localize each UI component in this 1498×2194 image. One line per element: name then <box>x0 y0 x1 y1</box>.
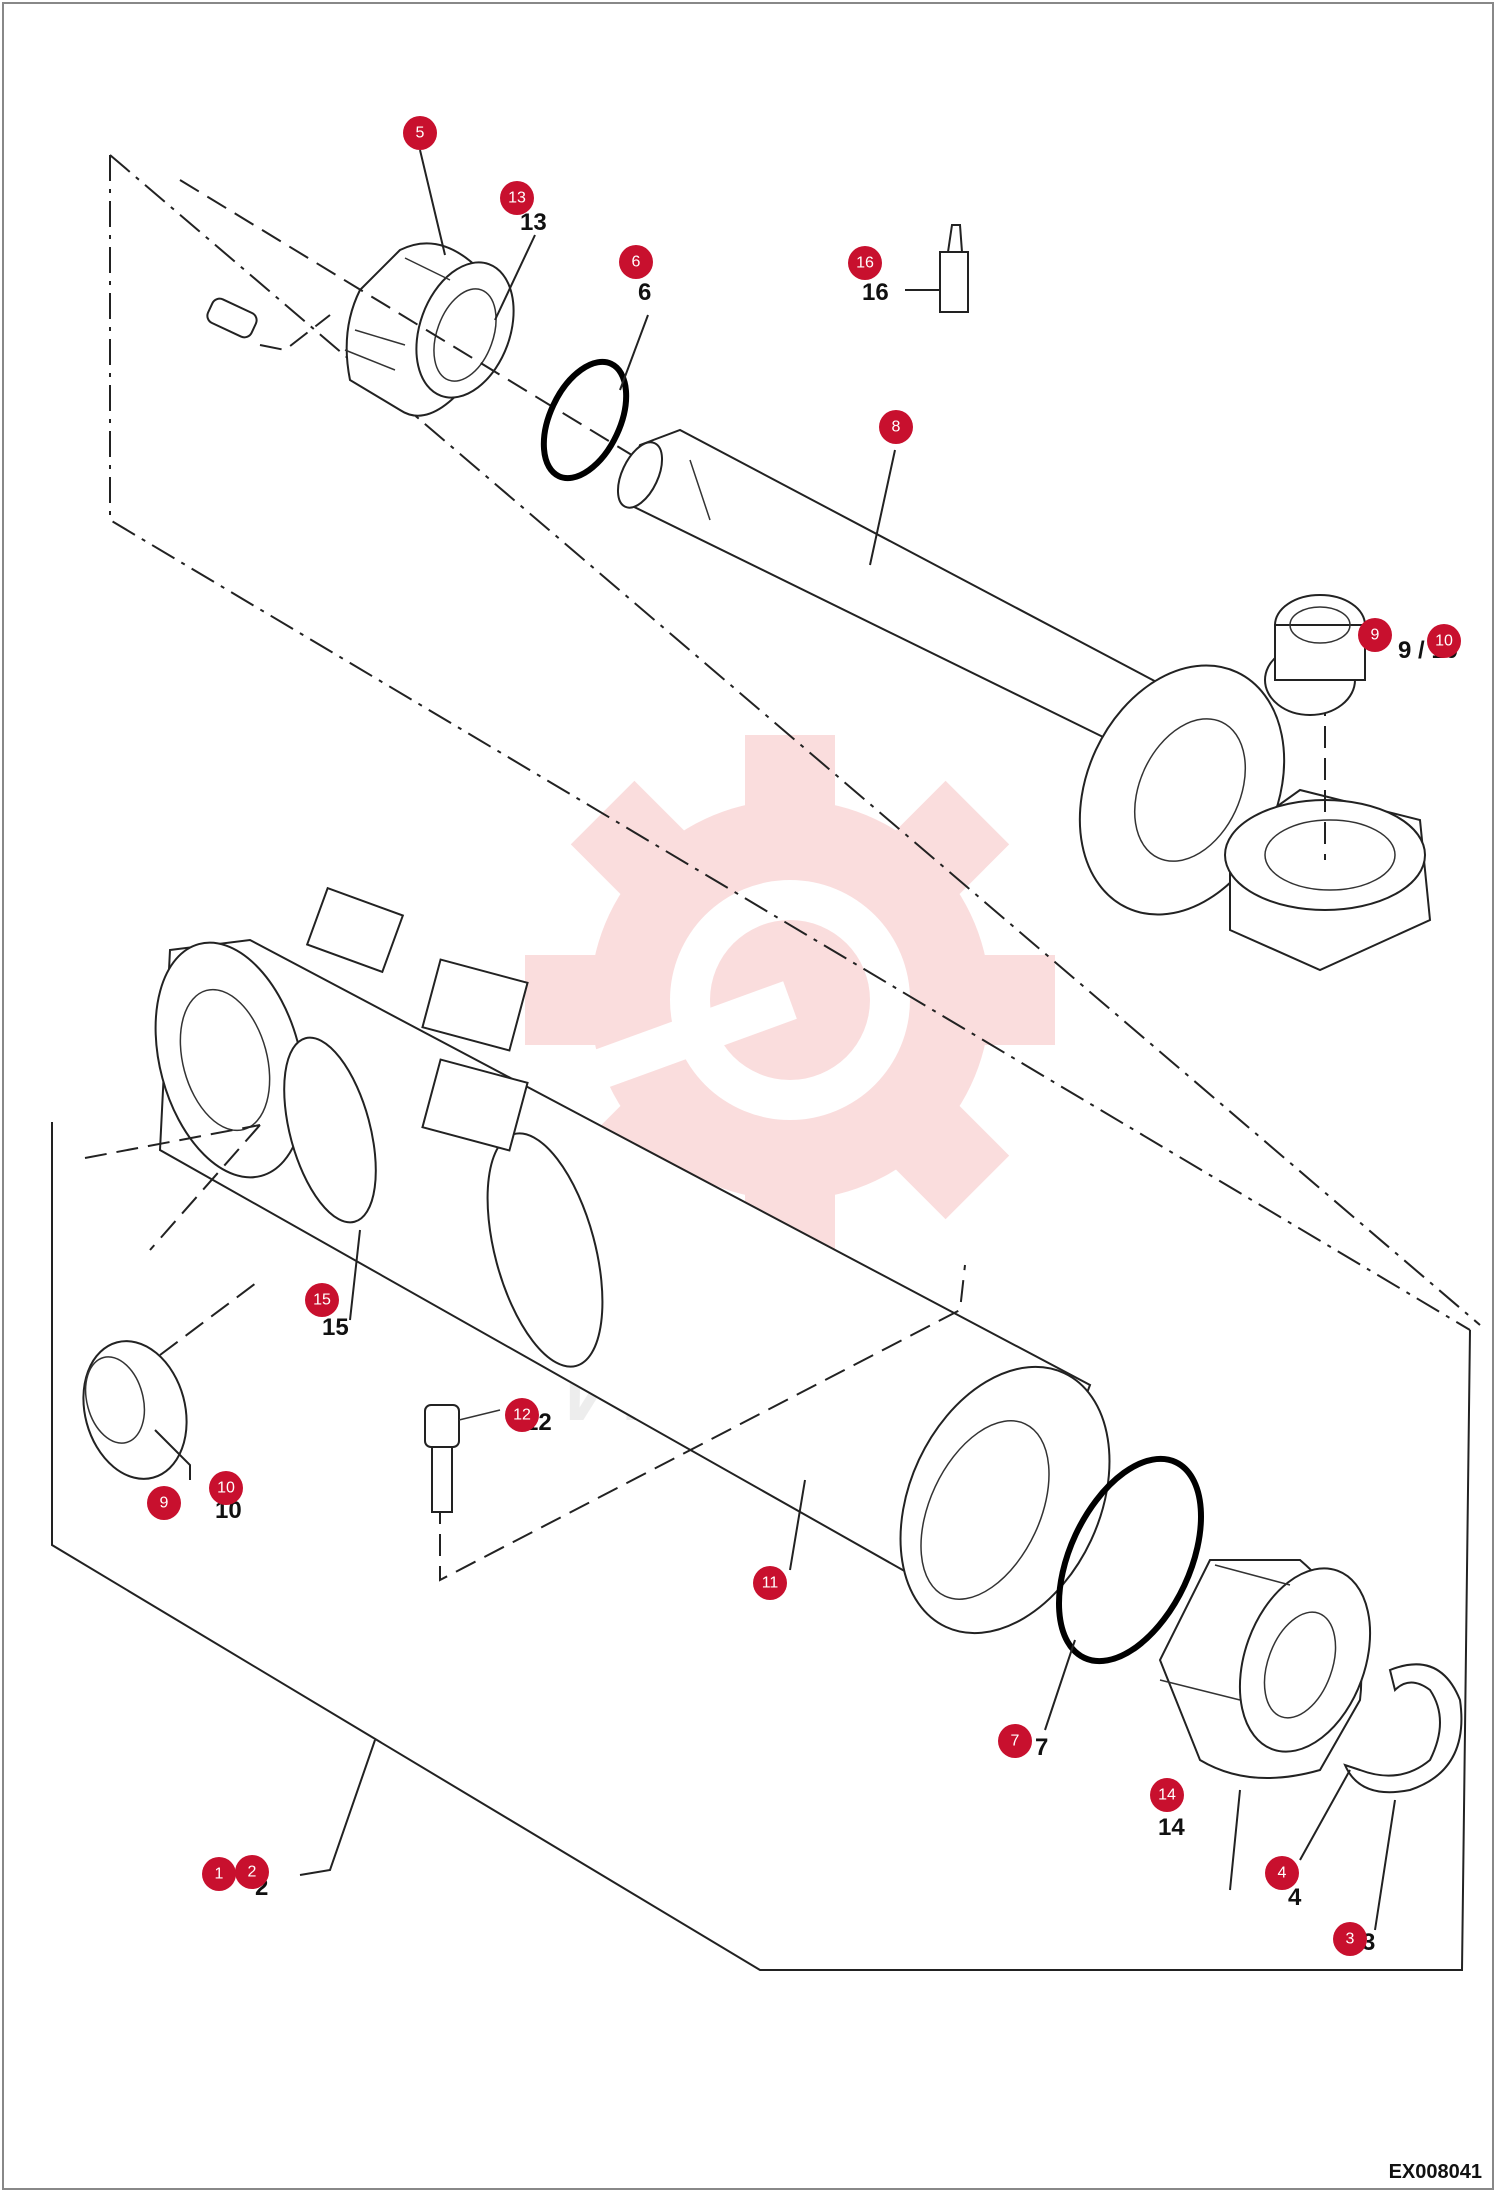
cylinder-assembly-boundary <box>51 1122 1471 1971</box>
svg-text:10: 10 <box>1435 633 1453 650</box>
svg-text:16: 16 <box>856 255 874 272</box>
svg-text:14: 14 <box>1158 1787 1176 1804</box>
piston-rod-icon <box>616 428 1432 972</box>
o-ring-7-icon <box>1056 1455 1204 1665</box>
snap-ring-icon <box>1299 1663 1463 1931</box>
svg-text:9: 9 <box>1371 627 1380 644</box>
callout-10-left[interactable]: 10 <box>209 1471 243 1505</box>
callout-2[interactable]: 2 <box>235 1855 269 1889</box>
part-num-13: 13 <box>520 209 547 236</box>
centerline-top <box>179 179 641 461</box>
bushing-left-icon <box>82 1279 261 1480</box>
o-ring-6-icon <box>540 358 630 482</box>
callout-6[interactable]: 6 <box>619 245 653 279</box>
callout-5[interactable]: 5 <box>403 116 437 150</box>
svg-text:10: 10 <box>217 1480 235 1497</box>
callout-16[interactable]: 16 <box>848 246 882 280</box>
svg-text:2: 2 <box>248 1864 257 1881</box>
svg-text:5: 5 <box>416 125 425 142</box>
part-num-6: 6 <box>638 279 651 306</box>
part-num-15: 15 <box>322 1314 349 1341</box>
svg-text:11: 11 <box>762 1575 779 1592</box>
callout-1[interactable]: 1 <box>202 1857 236 1891</box>
leader-1-2 <box>299 1739 376 1876</box>
drawing-code-label: EX008041 <box>1388 2161 1482 2183</box>
rod-assembly-boundary <box>109 154 1481 1331</box>
set-screw-icon <box>206 297 331 352</box>
part-num-14: 14 <box>1158 1814 1185 1841</box>
part-num-7: 7 <box>1035 1734 1048 1761</box>
callout-10-top[interactable]: 10 <box>1427 624 1461 658</box>
part-num-16: 16 <box>862 279 889 306</box>
svg-text:9: 9 <box>160 1495 169 1512</box>
callout-9-top[interactable]: 9 <box>1358 618 1392 652</box>
callout-8[interactable]: 8 <box>879 410 913 444</box>
callout-9-left[interactable]: 9 <box>147 1486 181 1520</box>
callout-12[interactable]: 12 <box>505 1398 539 1432</box>
callout-15[interactable]: 15 <box>305 1283 339 1317</box>
callout-14[interactable]: 14 <box>1150 1778 1184 1812</box>
svg-text:8: 8 <box>892 419 901 436</box>
gland-nut-top <box>344 242 515 417</box>
gland-nut-bottom <box>1158 1559 1372 1779</box>
grease-fitting-icon <box>905 224 969 313</box>
svg-text:4: 4 <box>1278 1865 1287 1882</box>
bushing-top-icon <box>1264 594 1366 716</box>
part-num-4: 4 <box>1288 1884 1302 1911</box>
callout-11[interactable]: 11 <box>753 1566 787 1600</box>
svg-text:13: 13 <box>508 190 526 207</box>
callout-3[interactable]: 3 <box>1333 1922 1367 1956</box>
svg-text:7: 7 <box>1011 1733 1020 1750</box>
port-block-icon <box>305 886 529 1152</box>
cylinder-barrel-icon <box>84 938 1111 1635</box>
svg-text:12: 12 <box>513 1407 531 1424</box>
callout-badges: 5 13 6 16 8 9 10 15 12 9 10 11 7 14 1 2 … <box>147 116 1461 1956</box>
svg-text:3: 3 <box>1346 1931 1355 1948</box>
callout-4[interactable]: 4 <box>1265 1856 1299 1890</box>
bolt-12-icon <box>424 1404 501 1513</box>
leader-7 <box>1044 1639 1076 1731</box>
callout-13[interactable]: 13 <box>500 181 534 215</box>
svg-text:15: 15 <box>313 1292 331 1309</box>
svg-text:1: 1 <box>215 1866 224 1883</box>
svg-text:6: 6 <box>632 254 641 271</box>
callout-7[interactable]: 7 <box>998 1724 1032 1758</box>
